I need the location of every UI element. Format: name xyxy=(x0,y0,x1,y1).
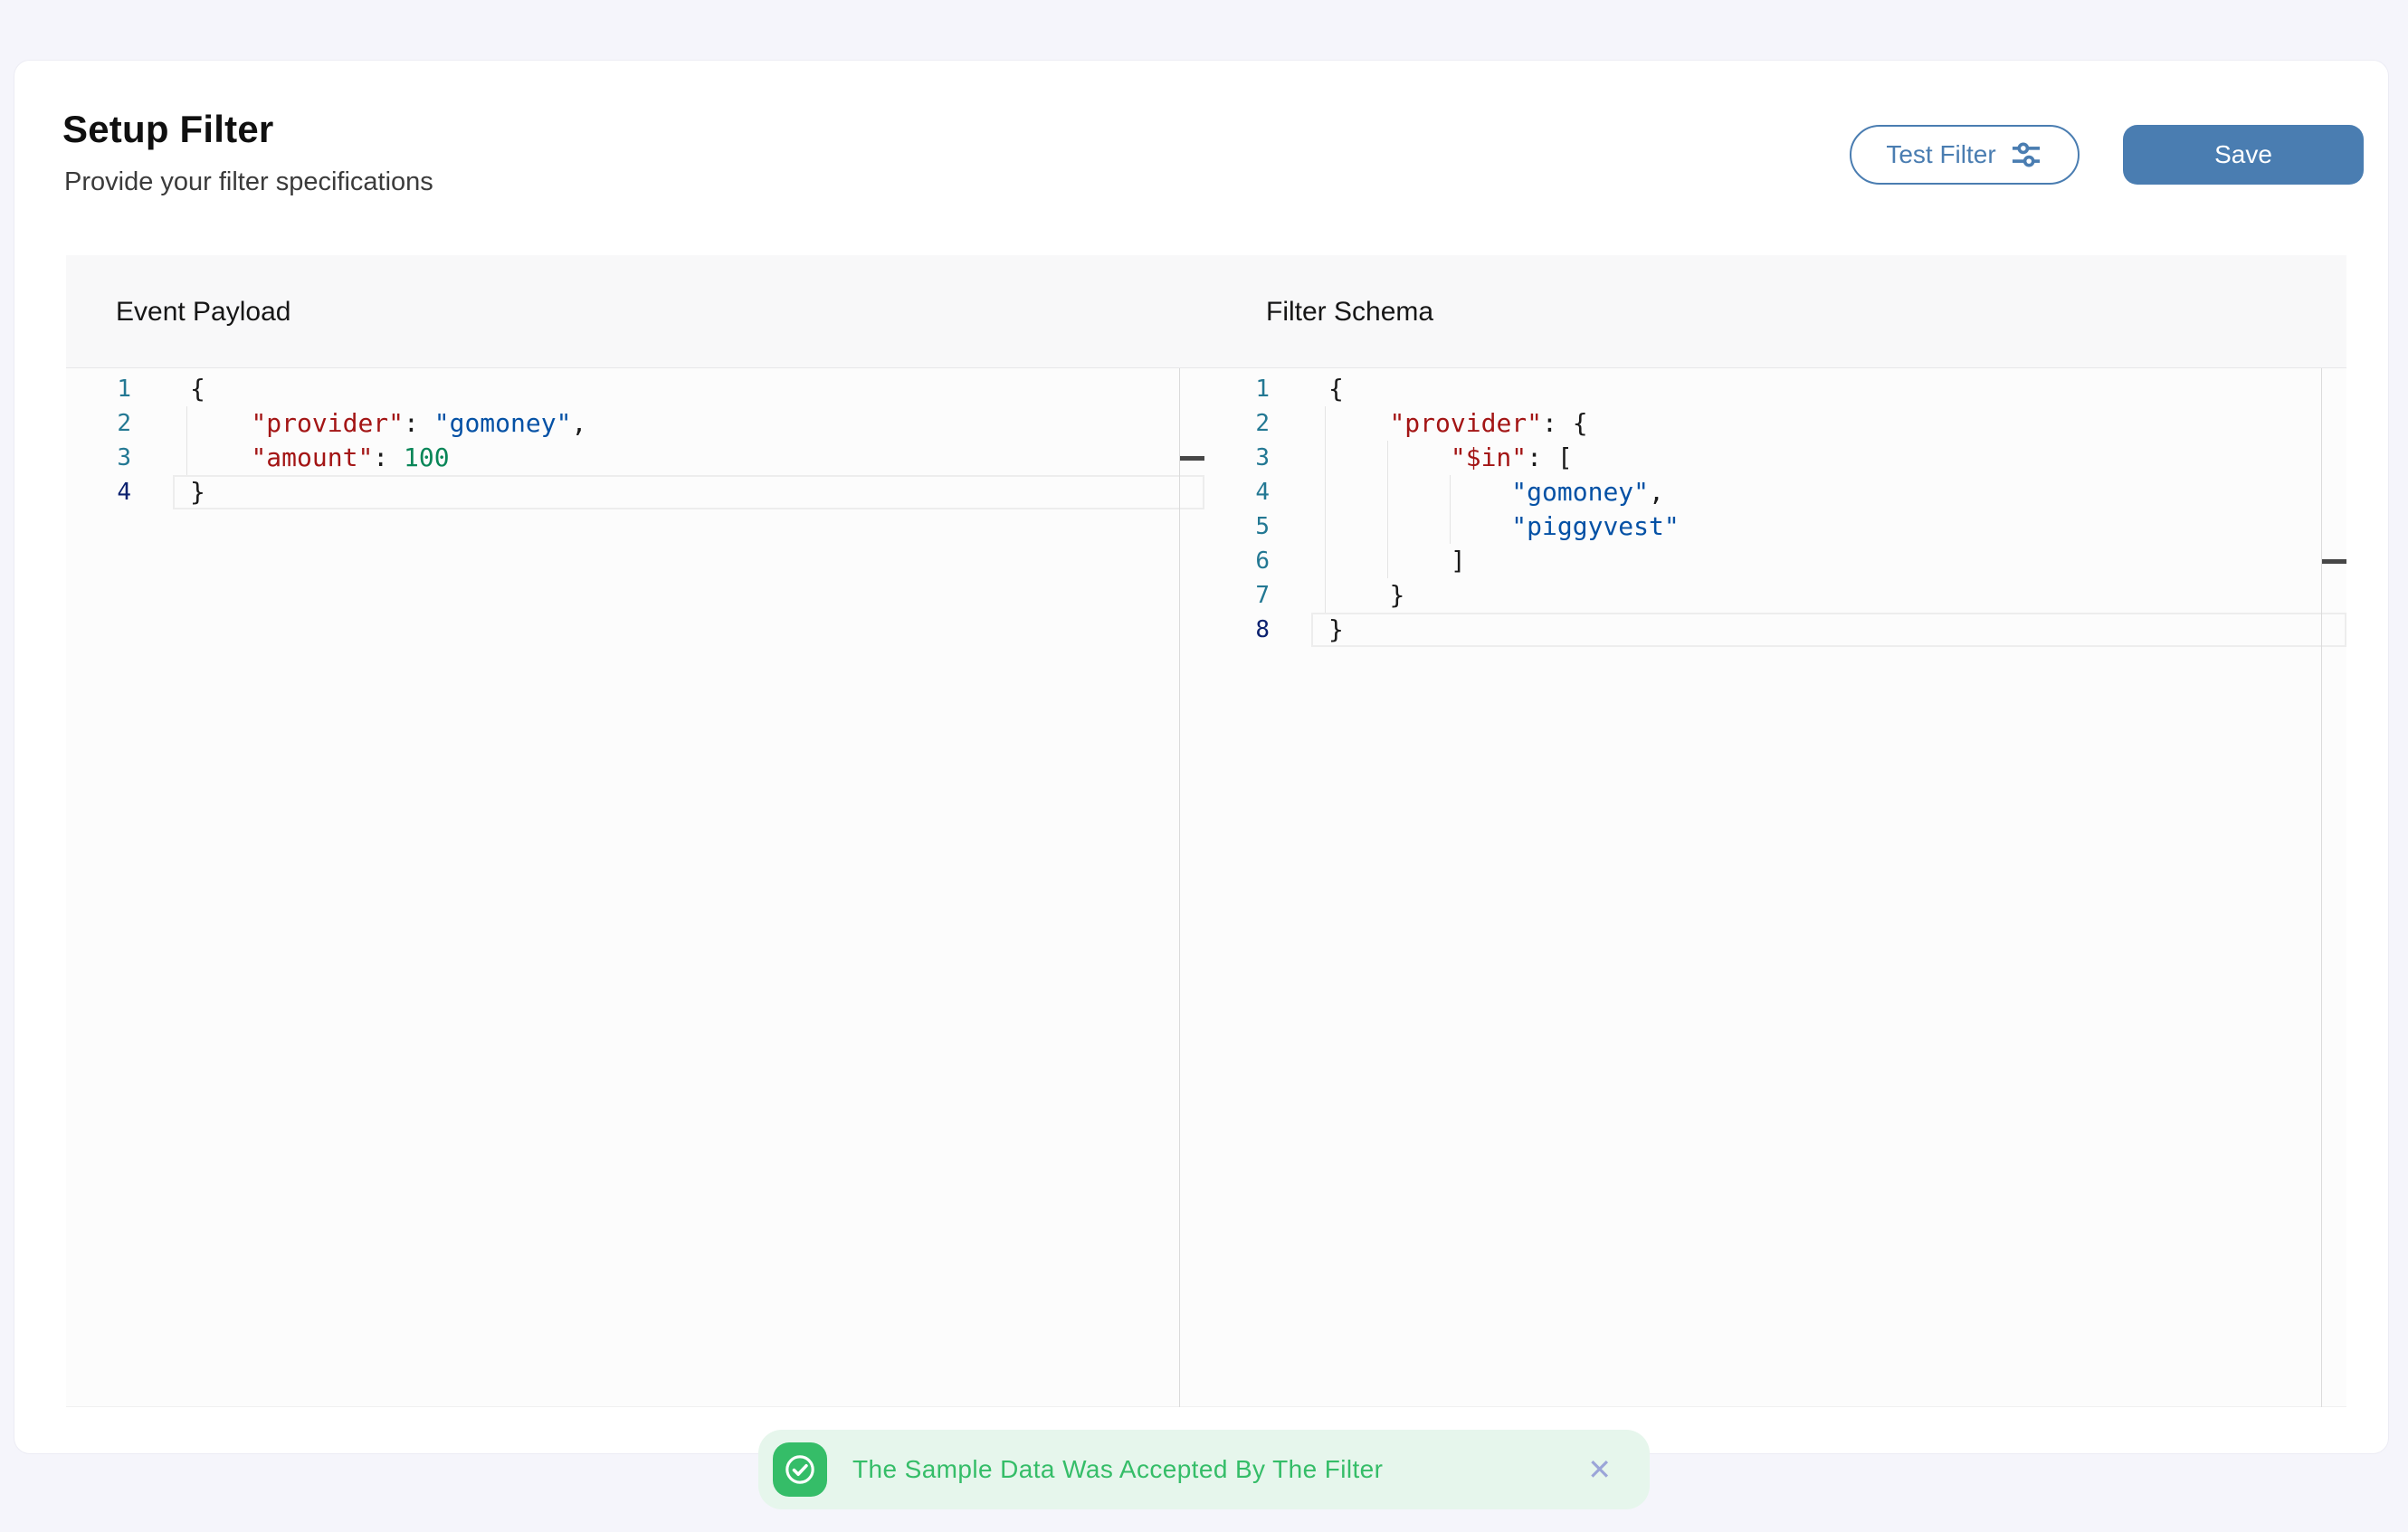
code-token-key: "provider" xyxy=(251,408,405,438)
success-toast: The Sample Data Was Accepted By The Filt… xyxy=(758,1430,1650,1509)
code-token-text xyxy=(190,408,251,438)
code-line: "piggyvest" xyxy=(1328,509,1680,544)
setup-filter-card: Setup Filter Provide your filter specifi… xyxy=(14,60,2389,1454)
test-filter-label: Test Filter xyxy=(1886,140,1996,168)
cursor-overview-mark xyxy=(2322,559,2346,564)
page-title: Setup Filter xyxy=(62,108,274,150)
code-line: "$in": [ xyxy=(1328,441,1573,475)
current-line-highlight xyxy=(173,475,1204,509)
code-token-key: "provider" xyxy=(1389,408,1543,438)
code-token-str: "gomoney" xyxy=(1511,477,1650,507)
code-token-text xyxy=(1328,477,1511,507)
code-token-str: "piggyvest" xyxy=(1511,511,1680,541)
code-token-punct: : xyxy=(404,408,434,438)
line-number: 1 xyxy=(117,376,131,403)
code-token-num: 100 xyxy=(404,442,450,472)
save-label: Save xyxy=(2214,140,2272,168)
line-number: 1 xyxy=(1255,376,1270,403)
code-token-punct: : { xyxy=(1542,408,1588,438)
code-token-punct: ] xyxy=(1450,546,1466,576)
event-payload-label: Event Payload xyxy=(116,296,291,327)
code-token-str: "gomoney" xyxy=(433,408,572,438)
code-token-text xyxy=(1328,408,1389,438)
toast-message: The Sample Data Was Accepted By The Filt… xyxy=(852,1455,1384,1483)
page-subtitle: Provide your filter specifications xyxy=(64,167,433,196)
line-number: 6 xyxy=(1255,547,1270,575)
code-token-text xyxy=(1328,511,1511,541)
indent-guide xyxy=(186,406,187,475)
cursor-overview-mark xyxy=(1180,456,1204,461)
code-line: ] xyxy=(1328,544,1466,578)
code-token-punct: , xyxy=(1649,477,1664,507)
code-token-punct: , xyxy=(571,408,587,438)
line-number: 8 xyxy=(1255,616,1270,643)
code-token-text xyxy=(1328,546,1451,576)
code-line: "provider": "gomoney", xyxy=(190,406,586,441)
event-payload-editor[interactable]: 1 {2 "provider": "gomoney", 3 "amount": 10… xyxy=(66,368,1204,1407)
line-number: 5 xyxy=(1255,513,1270,540)
line-number: 3 xyxy=(117,444,131,471)
check-circle-icon xyxy=(773,1442,827,1497)
line-number: 2 xyxy=(1255,410,1270,437)
code-token-punct: : xyxy=(373,442,405,472)
code-token-punct: { xyxy=(1328,374,1344,404)
sliders-icon xyxy=(2012,142,2040,167)
code-line: "gomoney", xyxy=(1328,475,1664,509)
line-number: 2 xyxy=(117,410,131,437)
filter-schema-label: Filter Schema xyxy=(1266,296,1434,327)
code-line: } xyxy=(1328,578,1404,613)
code-token-punct: } xyxy=(1389,580,1405,610)
code-token-text xyxy=(190,442,251,472)
current-line-highlight xyxy=(1311,613,2346,647)
test-filter-button[interactable]: Test Filter xyxy=(1850,125,2080,185)
code-token-punct: : [ xyxy=(1527,442,1573,472)
code-line: } xyxy=(190,475,205,509)
editors-container: 1 {2 "provider": "gomoney", 3 "amount": 10… xyxy=(66,368,2346,1407)
indent-guide xyxy=(1449,475,1451,544)
code-token-punct: { xyxy=(190,374,205,404)
code-token-punct: } xyxy=(1328,614,1344,644)
filter-schema-editor[interactable]: 1 {2 "provider": { 3 "$in": [ 4 "gomoney", 5… xyxy=(1204,368,2346,1407)
line-number: 4 xyxy=(1255,479,1270,506)
code-token-key: "amount" xyxy=(251,442,374,472)
code-line: "provider": { xyxy=(1328,406,1588,441)
code-line: } xyxy=(1328,613,1344,647)
code-token-punct: } xyxy=(190,477,205,507)
editor-panel: Event Payload Filter Schema 1 {2 "provide… xyxy=(66,255,2346,1407)
line-number: 7 xyxy=(1255,582,1270,609)
code-token-key: "$in" xyxy=(1450,442,1528,472)
indent-guide xyxy=(1325,406,1326,613)
panel-header: Event Payload Filter Schema xyxy=(66,255,2346,368)
code-line: { xyxy=(1328,372,1344,406)
code-token-text xyxy=(1328,442,1451,472)
indent-guide xyxy=(1386,441,1388,578)
close-icon[interactable]: ✕ xyxy=(1587,1453,1612,1486)
code-token-text xyxy=(1328,580,1389,610)
line-number: 3 xyxy=(1255,444,1270,471)
code-line: { xyxy=(190,372,205,406)
code-line: "amount": 100 xyxy=(190,441,450,475)
save-button[interactable]: Save xyxy=(2123,125,2364,185)
line-number: 4 xyxy=(117,479,131,506)
